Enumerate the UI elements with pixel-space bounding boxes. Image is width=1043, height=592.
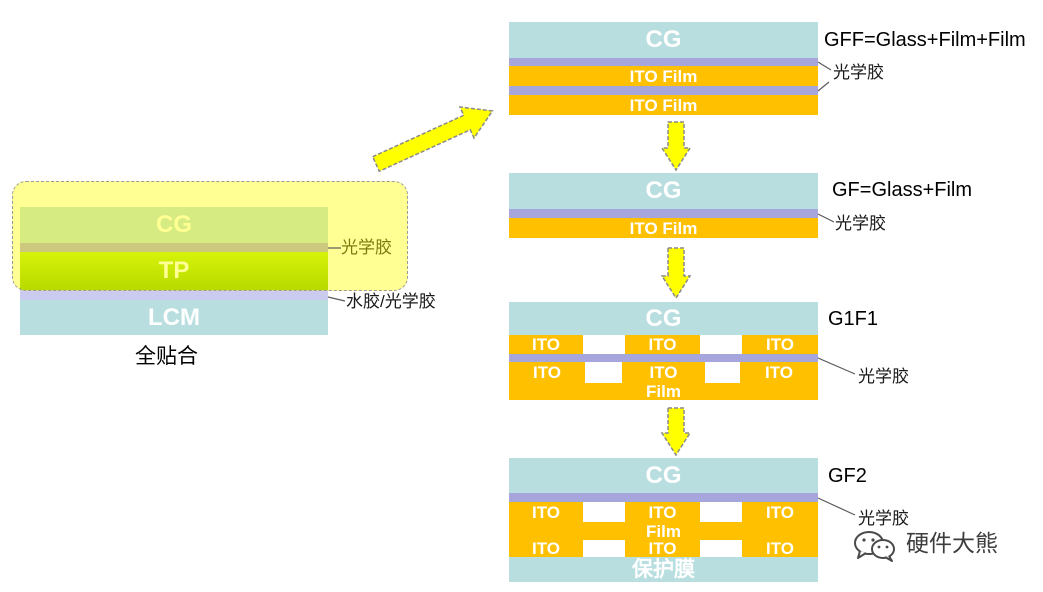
gf-cg-layer: CG bbox=[509, 173, 818, 209]
g1f1-cg-layer: CG bbox=[509, 302, 818, 335]
left-lcm-layer: LCM bbox=[20, 300, 328, 335]
g1f1-oca-layer bbox=[509, 354, 818, 362]
g1f1-ito-top-block: ITO bbox=[625, 335, 700, 354]
gff-oca-label: 光学胶 bbox=[833, 63, 884, 82]
g1f1-film-layer: Film bbox=[509, 383, 818, 400]
gf2-ito-bottom-block: ITO bbox=[625, 540, 700, 557]
gf2-ito-top-block: ITO bbox=[509, 502, 583, 522]
gf-oca-leader bbox=[817, 213, 835, 223]
gff-oca-leader-1 bbox=[817, 61, 832, 71]
full-lamination-caption: 全贴合 bbox=[135, 345, 198, 368]
left-oca-layer bbox=[20, 243, 328, 252]
left-oca-label: 光学胶 bbox=[341, 238, 392, 257]
gff-oca-leader-2 bbox=[817, 81, 830, 92]
wechat-icon bbox=[854, 531, 895, 562]
full-lamination-highlight bbox=[12, 181, 408, 291]
gf2-ito-top-block: ITO bbox=[625, 502, 700, 522]
gff-ito-film-layer-1: ITO Film bbox=[509, 66, 818, 86]
g1f1-title: G1F1 bbox=[828, 308, 879, 330]
gff-oca-layer-2 bbox=[509, 86, 818, 95]
g1f1-ito-bottom-block: ITO bbox=[622, 362, 705, 383]
down-arrow-2 bbox=[660, 247, 692, 300]
gf2-oca-leader bbox=[817, 497, 856, 516]
gf2-oca-label: 光学胶 bbox=[858, 509, 909, 528]
gf2-ito-bottom-block: ITO bbox=[509, 540, 583, 557]
left-tp-layer: TP bbox=[20, 252, 328, 290]
diagonal-arrow bbox=[371, 106, 494, 173]
down-arrow-1 bbox=[660, 121, 692, 172]
gf2-ito-bottom-block: ITO bbox=[742, 540, 818, 557]
g1f1-oca-leader bbox=[817, 357, 856, 375]
gf2-oca-layer bbox=[509, 493, 818, 502]
left-adhesive-label: 水胶/光学胶 bbox=[346, 292, 436, 311]
g1f1-ito-top-block: ITO bbox=[509, 335, 583, 354]
gf2-ito-top-block: ITO bbox=[742, 502, 818, 522]
left-adhesive-layer bbox=[20, 290, 328, 300]
gff-oca-layer-1 bbox=[509, 58, 818, 66]
gf-title: GF=Glass+Film bbox=[832, 179, 973, 201]
gf2-protective-film-layer: 保护膜 bbox=[509, 557, 818, 582]
down-arrow-3 bbox=[660, 407, 692, 457]
gf2-film-layer: Film bbox=[509, 522, 818, 540]
g1f1-oca-label: 光学胶 bbox=[858, 367, 909, 386]
gf2-cg-layer: CG bbox=[509, 458, 818, 493]
gf2-title: GF2 bbox=[828, 465, 867, 487]
g1f1-ito-top-block: ITO bbox=[742, 335, 818, 354]
gff-title: GFF=Glass+Film+Film bbox=[824, 29, 1026, 51]
watermark-text: 硬件大熊 bbox=[906, 531, 998, 557]
gf-oca-layer bbox=[509, 209, 818, 218]
gff-cg-layer: CG bbox=[509, 22, 818, 58]
left-cg-layer: CG bbox=[20, 207, 328, 243]
g1f1-ito-bottom-block: ITO bbox=[740, 362, 818, 383]
gff-ito-film-layer-2: ITO Film bbox=[509, 95, 818, 115]
left-adhesive-leader bbox=[327, 296, 346, 302]
gf-ito-film-layer: ITO Film bbox=[509, 218, 818, 238]
gf-oca-label: 光学胶 bbox=[835, 214, 886, 233]
g1f1-ito-bottom-block: ITO bbox=[509, 362, 585, 383]
